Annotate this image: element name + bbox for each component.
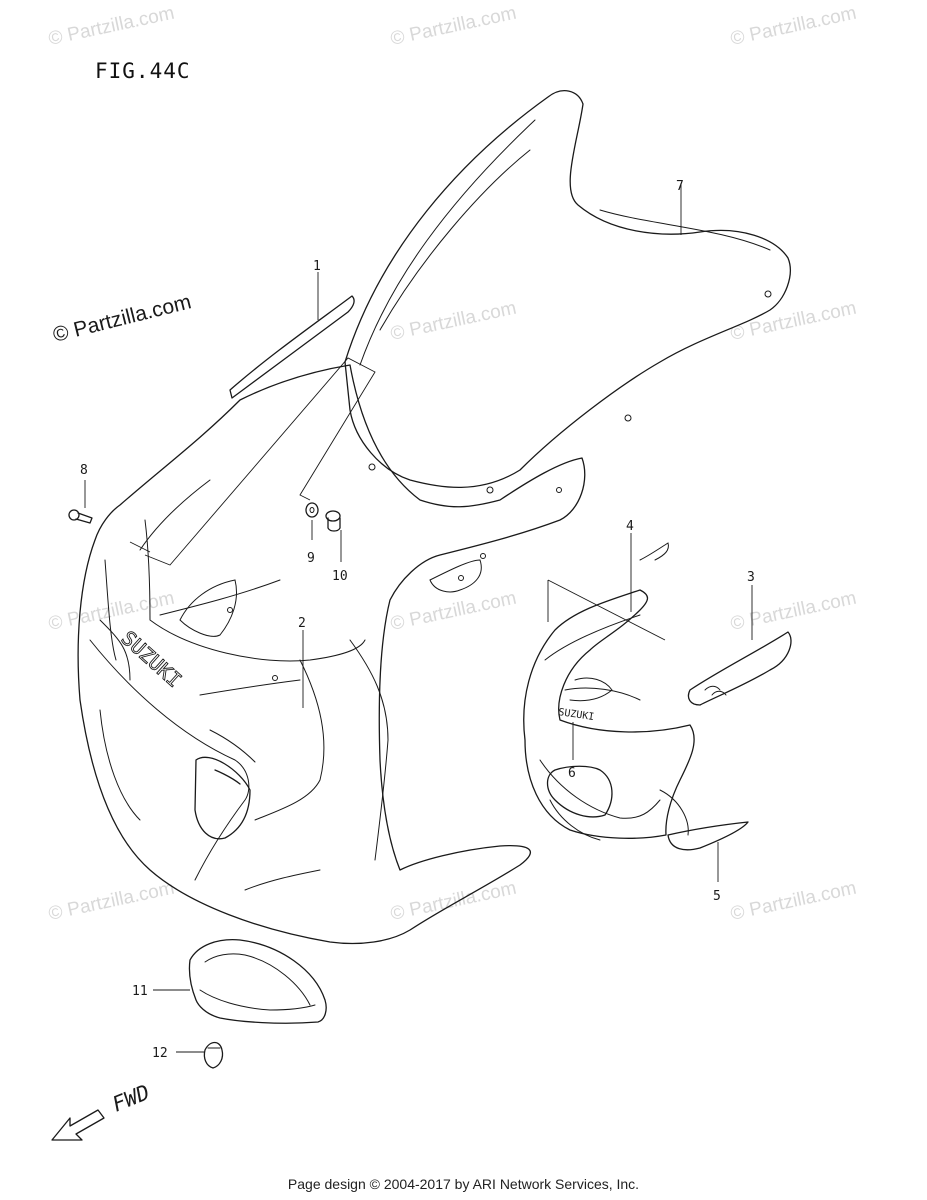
fwd-label: FWD [109, 1080, 153, 1116]
lower-cowling [523, 542, 695, 841]
callout-6: 6 [568, 766, 576, 781]
callout-2: 2 [298, 616, 306, 631]
watermark: © Partzilla.com [389, 3, 519, 50]
forward-arrow: FWD [51, 1080, 153, 1141]
watermark: © Partzilla.com [389, 298, 519, 345]
screw [68, 509, 93, 524]
washer [305, 502, 319, 518]
callout-12: 12 [152, 1046, 168, 1061]
upper-cowling [77, 364, 586, 945]
callout-4: 4 [626, 519, 634, 534]
side-trim-piece [687, 631, 792, 706]
watermark: © Partzilla.com [389, 878, 519, 925]
callout-8: 8 [80, 463, 88, 478]
mounting-guide [129, 357, 376, 566]
callout-leaders [84, 183, 753, 1053]
page-footer: Page design © 2004-2017 by ARI Network S… [287, 1176, 640, 1192]
watermark: © Partzilla.com [729, 878, 859, 925]
windscreen [344, 90, 791, 494]
callout-9: 9 [307, 551, 315, 566]
clip [203, 1041, 224, 1069]
callout-3: 3 [747, 570, 755, 585]
callout-7: 7 [676, 179, 684, 194]
callout-labels: 1 2 3 4 5 6 7 8 9 10 11 12 [80, 179, 755, 1061]
primary-watermark: © Partzilla.com [51, 290, 194, 347]
callout-1: 1 [313, 259, 321, 274]
watermark: © Partzilla.com [389, 588, 519, 635]
well-nut [325, 510, 341, 532]
callout-10: 10 [332, 569, 348, 584]
watermark: © Partzilla.com [729, 588, 859, 635]
watermark: © Partzilla.com [47, 878, 177, 925]
watermark: © Partzilla.com [47, 3, 177, 50]
callout-11: 11 [132, 984, 148, 999]
watermark: © Partzilla.com [729, 3, 859, 50]
chin-piece [667, 821, 749, 851]
suzuki-small-logo: SUZUKI [558, 707, 595, 723]
callout-5: 5 [713, 889, 721, 904]
figure-title: FIG.44C [95, 59, 191, 83]
headlight-bezel [188, 939, 327, 1024]
arrow-icon [51, 1109, 105, 1141]
upper-trim-strip [229, 295, 355, 399]
watermark: © Partzilla.com [47, 588, 177, 635]
